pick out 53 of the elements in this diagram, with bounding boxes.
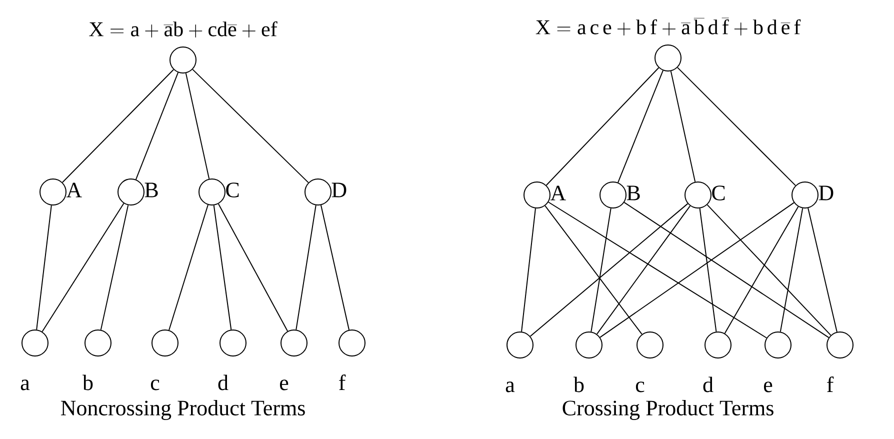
connector-line bbox=[192, 68, 309, 184]
variable-label: d bbox=[703, 376, 714, 392]
connector-line bbox=[618, 70, 664, 183]
variable-label: c bbox=[636, 382, 644, 392]
connector-line bbox=[135, 72, 179, 180]
formula: $\mathrm{X = a\,c\,e + b\,f + \overline{a}\,\overline{b}\,d\,\overline{f} + b\,d\,\overline{e}\,f}$ bbox=[536, 18, 801, 36]
caption: Noncrossing Product Terms bbox=[60, 400, 305, 420]
connector-line bbox=[100, 204, 129, 330]
variable-label: f bbox=[827, 376, 834, 392]
variable-label: a bbox=[20, 380, 30, 390]
variable-label: B bbox=[626, 186, 640, 200]
connector-line bbox=[320, 204, 350, 330]
variable-label: f bbox=[339, 374, 346, 390]
connector-line bbox=[706, 204, 832, 336]
formula: $\mathrm{X = a + \overline{a}b + cd\overline{e} + ef}$ bbox=[89, 21, 278, 38]
connector-line bbox=[724, 206, 799, 334]
connector-line bbox=[699, 208, 717, 332]
connector-line bbox=[296, 204, 316, 330]
connector-line bbox=[185, 72, 210, 180]
connector-line bbox=[218, 203, 288, 332]
caption: Crossing Product Terms bbox=[562, 400, 774, 420]
connector-line bbox=[670, 70, 696, 182]
variable-label: b bbox=[574, 376, 584, 392]
variable-label: e bbox=[280, 380, 288, 390]
connector-line bbox=[530, 203, 688, 337]
variable-label: c bbox=[150, 380, 160, 390]
variable-label: C bbox=[712, 186, 725, 200]
connector-line bbox=[600, 202, 794, 338]
variable-label: B bbox=[144, 182, 158, 198]
connector-line bbox=[808, 208, 838, 332]
connector-line bbox=[677, 67, 796, 186]
variable-label: D bbox=[818, 186, 834, 200]
connector-line bbox=[780, 208, 804, 332]
connector-line bbox=[42, 202, 124, 332]
connector-line bbox=[596, 205, 691, 335]
connector-line bbox=[590, 208, 612, 332]
connector-line bbox=[36, 204, 52, 330]
variable-label: a bbox=[506, 382, 515, 392]
variable-label: A bbox=[550, 186, 566, 200]
connector-line bbox=[168, 204, 208, 331]
connector-line bbox=[624, 202, 830, 338]
variable-label: e bbox=[764, 382, 772, 392]
variable-label: A bbox=[66, 182, 82, 198]
variable-label: C bbox=[226, 182, 239, 198]
variable-label: D bbox=[332, 182, 346, 198]
variable-label: d bbox=[218, 374, 228, 390]
connector-line bbox=[521, 208, 536, 332]
variable-label: b bbox=[82, 374, 93, 390]
connector-line bbox=[548, 202, 768, 338]
connector-line bbox=[213, 204, 232, 330]
connector-line bbox=[546, 67, 660, 186]
connector-line bbox=[544, 205, 642, 335]
connector-line bbox=[62, 69, 174, 183]
